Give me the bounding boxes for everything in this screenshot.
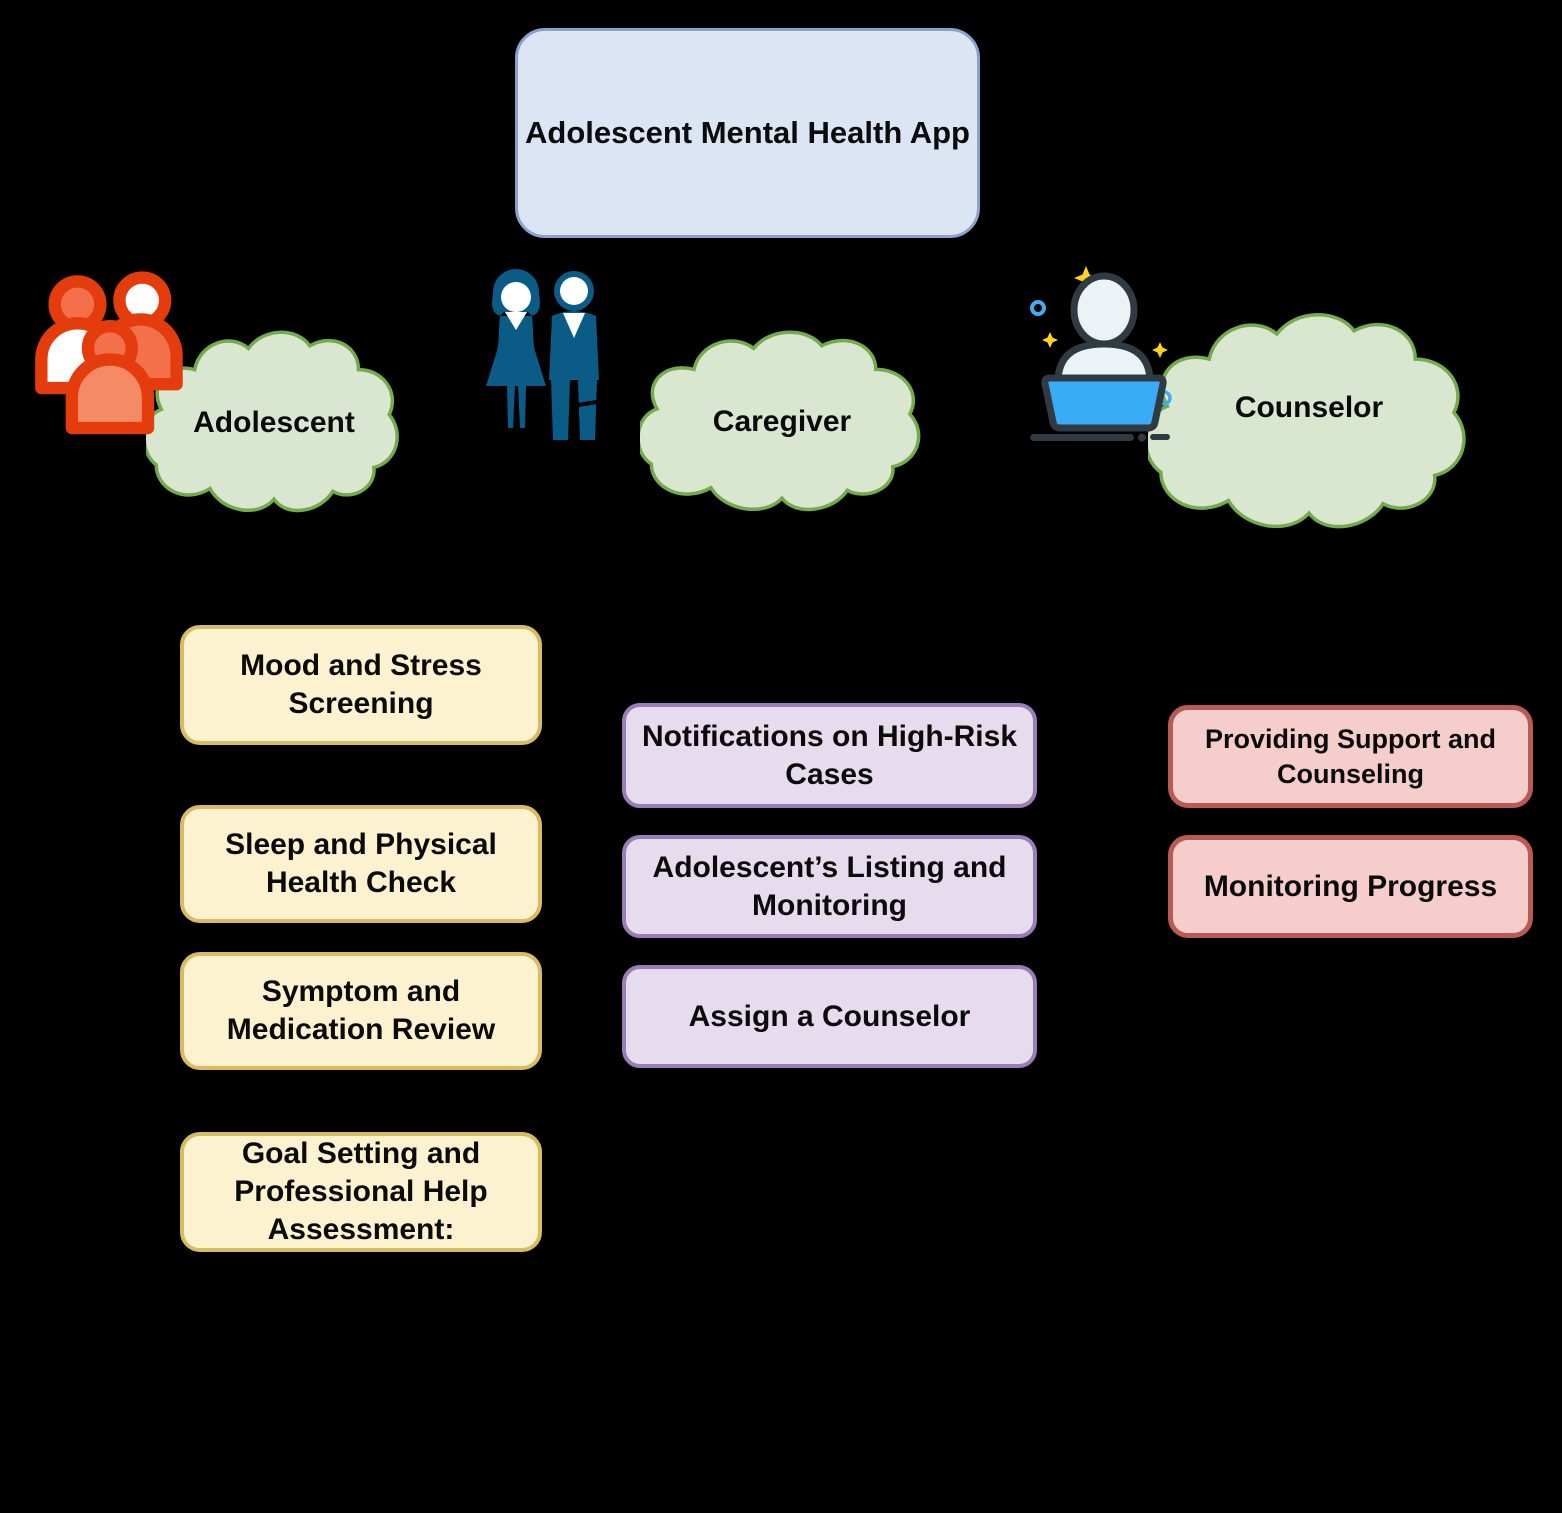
group-of-people-icon [35,271,183,435]
adolescent-cloud-label: Adolescent [193,405,355,439]
adolescent-cloud: Adolescent [146,330,402,515]
task-assign-counselor: Assign a Counselor [622,965,1037,1068]
decor-ring-icon [1030,300,1046,316]
task-symptom-medication-review: Symptom and Medication Review [180,952,542,1070]
cloud-shape [640,330,924,514]
sparkle-icon [1074,266,1098,290]
task-providing-support-counseling: Providing Support and Counseling [1168,705,1533,808]
caregiver-cloud: Caregiver [640,330,924,514]
caregiver-cloud-label: Caregiver [712,405,852,438]
task-adolescent-listing-monitoring: Adolescent’s Listing and Monitoring [622,835,1037,938]
person-at-laptop-icon [1030,266,1172,442]
task-monitoring-progress: Monitoring Progress [1168,835,1533,938]
counselor-cloud-label: Counselor [1234,391,1384,424]
app-title-label: Adolescent Mental Health App [525,115,970,150]
counselor-cloud: Counselor [1148,312,1470,532]
task-mood-stress-screening: Mood and Stress Screening [180,625,542,745]
task-goal-setting-assessment: Goal Setting and Professional Help Asses… [180,1132,542,1252]
woman-and-man-icon [486,269,599,440]
task-notifications-high-risk: Notifications on High-Risk Cases [622,703,1037,808]
sparkle-icon [1042,332,1058,348]
sparkle-icon [1152,342,1168,358]
cloud-shape [146,330,402,515]
task-sleep-physical-health: Sleep and Physical Health Check [180,805,542,923]
app-title-node: Adolescent Mental Health App [515,28,980,238]
